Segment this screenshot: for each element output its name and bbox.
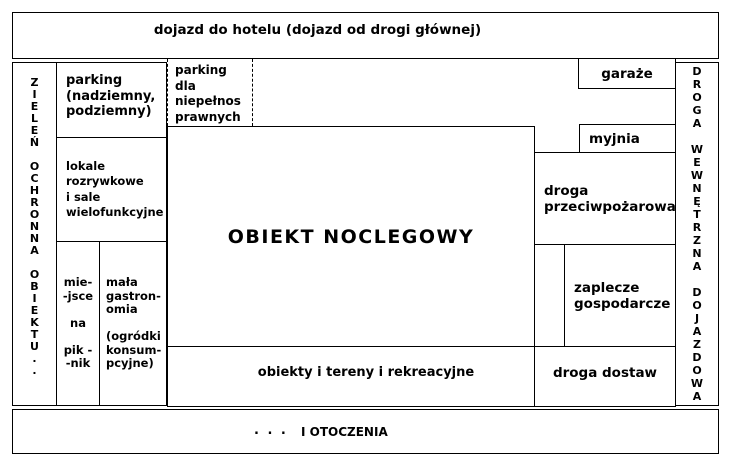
gastronomy-line: mała: [106, 275, 138, 290]
right-strip-letter: D: [692, 65, 702, 78]
left-strip-letter: .: [32, 352, 37, 365]
entertainment-halls-line: wielofunkcyjne: [66, 205, 164, 219]
right-strip-letter: A: [692, 325, 702, 338]
service-yard-line: zaplecze: [574, 279, 640, 296]
delivery-road-label: droga dostaw: [552, 364, 658, 381]
right-strip-letter: J: [694, 312, 700, 325]
fire-road-line: przeciwpożarowa: [544, 198, 676, 215]
recreation-grounds-box: obiekty i tereny i rekreacyjne: [167, 346, 535, 407]
bottom-banner: . . . I OTOCZENIA: [12, 409, 719, 454]
parking-box-line: parking: [66, 73, 123, 88]
right-strip-letter: A: [692, 390, 702, 403]
recreation-grounds-label: obiekty i tereny i rekreacyjne: [257, 365, 475, 380]
left-strip-letter: N: [29, 232, 40, 245]
entertainment-halls-line: rozrywkowe: [66, 174, 144, 188]
garages-label: garaże: [601, 65, 653, 82]
left-strip-letter: I: [32, 88, 37, 101]
picnic-area-line: pik -: [63, 342, 93, 357]
right-strip-letter: O: [692, 91, 702, 104]
right-strip-letter: D: [692, 351, 702, 364]
right-strip-letter: D: [692, 286, 702, 299]
gastronomy-line: (ogródki: [106, 329, 161, 344]
right-strip-letter: R: [692, 221, 702, 234]
right-strip-letter: O: [692, 364, 702, 377]
left-strip-letter: U: [30, 340, 39, 353]
left-strip-letter: O: [29, 268, 40, 281]
left-strip-letter: B: [30, 280, 39, 293]
picnic-area-line: na: [70, 315, 86, 330]
gastronomy-line: pcyjne): [106, 356, 154, 371]
delivery-road-box: droga dostaw: [534, 346, 676, 407]
left-strip-letter: L: [30, 112, 38, 125]
disabled-parking-line: niepełnos: [175, 94, 241, 108]
right-strip-letter: W: [690, 377, 704, 390]
disabled-parking-line: prawnych: [175, 109, 241, 124]
disabled-parking-line: parking: [175, 63, 227, 77]
picnic-area-line: mie-: [63, 275, 93, 290]
left-strip-letter: I: [32, 292, 37, 305]
right-strip-letter: Ę: [693, 195, 701, 208]
picnic-area-line: -jsce: [62, 288, 94, 303]
right-strip-letter: N: [692, 247, 702, 260]
entertainment-halls-line: i sale: [66, 189, 101, 204]
parking-box-line: podziemny): [66, 104, 152, 119]
top-banner-label: dojazd do hotelu (dojazd od drogi główne…: [153, 22, 482, 38]
lodging-facility-box: OBIEKT NOCLEGOWY: [167, 126, 535, 347]
left-strip-letter: R: [30, 196, 39, 209]
service-yard-line: gospodarcze: [574, 295, 671, 312]
gastronomy-line: gastron-: [106, 288, 161, 303]
right-strip-letter: A: [692, 117, 702, 130]
bottom-banner-dots: . . .: [254, 423, 288, 438]
left-strip-letter: Z: [30, 76, 39, 89]
left-strip-letter: C: [30, 172, 39, 185]
lodging-facility-label: OBIEKT NOCLEGOWY: [227, 225, 475, 248]
parking-box-line: (nadziemny,: [66, 88, 156, 104]
parking-box: parking(nadziemny,podziemny): [56, 62, 167, 138]
left-strip-letter: E: [30, 304, 39, 317]
right-strip-letter: R: [692, 78, 702, 91]
carwash-box: myjnia: [579, 124, 676, 153]
right-strip-letter: N: [692, 182, 702, 195]
gastronomy-line: [106, 317, 166, 331]
left-strip-letter: T: [30, 328, 39, 341]
left-strip-letter: E: [30, 124, 39, 137]
right-strip-letter: W: [690, 143, 704, 156]
right-strip-letter: O: [692, 299, 702, 312]
bottom-banner-label: I OTOCZENIA: [301, 425, 388, 439]
left-strip-letter: E: [30, 100, 39, 113]
unlabeled-corridor-box: [534, 244, 565, 347]
picnic-area-box: mie--jsce na pik --nik: [56, 241, 100, 406]
disabled-parking-line: dla: [175, 78, 196, 93]
picnic-area-line: -nik: [65, 356, 91, 371]
right-strip-letter: G: [692, 104, 702, 117]
entertainment-halls-line: lokale: [66, 158, 105, 173]
left-strip-letter: .: [32, 364, 37, 377]
right-strip-letter: T: [693, 208, 701, 221]
gastronomy-line: konsum-: [106, 342, 162, 357]
left-strip-letter: Ń: [29, 136, 40, 149]
right-strip-letter: A: [692, 260, 702, 273]
left-strip-letter: O: [29, 208, 40, 221]
right-strip-letter: W: [690, 169, 704, 182]
left-strip-letter: A: [30, 244, 39, 257]
carwash-label: myjnia: [589, 130, 640, 147]
left-strip-letter: N: [29, 220, 40, 233]
right-strip-letter: Z: [693, 338, 701, 351]
fire-road-line: droga: [544, 182, 589, 199]
right-strip-letter: Z: [693, 234, 701, 247]
left-strip-letter: O: [29, 160, 40, 173]
top-banner: dojazd do hotelu (dojazd od drogi główne…: [12, 12, 719, 59]
left-strip-letter: H: [29, 184, 40, 197]
left-strip-letter: K: [30, 316, 39, 329]
gastronomy-line: omia: [106, 302, 138, 317]
garages-box: garaże: [578, 58, 676, 89]
right-strip-letter: E: [693, 156, 701, 169]
